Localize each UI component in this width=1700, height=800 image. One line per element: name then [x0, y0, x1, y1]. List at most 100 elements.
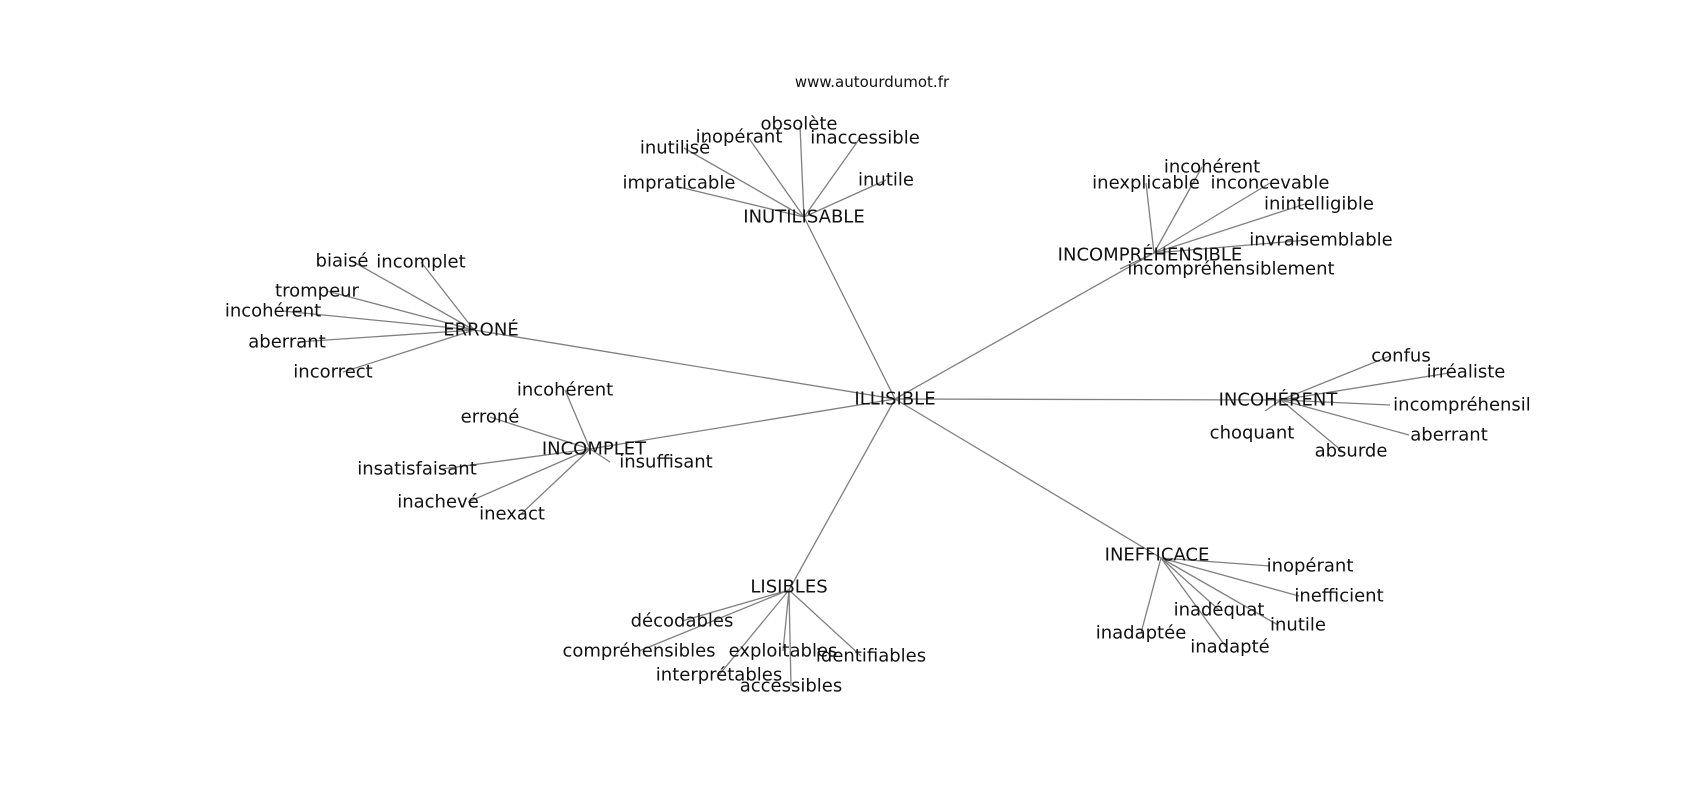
- leaf-edge-inefficace: [1160, 557, 1279, 626]
- leaf-edge-inutilisable: [678, 186, 805, 218]
- leaf-edge-inefficace: [1160, 557, 1271, 567]
- root-edge-incomprehensible: [894, 252, 1155, 400]
- leaf-word-lisibles[interactable]: exploitables: [729, 641, 838, 662]
- leaf-edge-inutilisable: [799, 125, 805, 218]
- group-node-lisibles[interactable]: LISIBLES: [750, 577, 827, 598]
- leaf-edge-inutilisable: [747, 136, 805, 218]
- leaf-word-errone[interactable]: biaisé: [316, 251, 369, 272]
- leaf-edge-incomprehensible: [1153, 166, 1203, 254]
- leaf-word-incomplet[interactable]: insuffisant: [619, 452, 712, 473]
- leaf-word-errone[interactable]: aberrant: [248, 332, 326, 353]
- leaf-word-incomplet[interactable]: inachevé: [397, 492, 479, 513]
- root-edge-inefficace: [894, 398, 1162, 559]
- leaf-word-lisibles[interactable]: décodables: [631, 611, 734, 632]
- group-node-errone[interactable]: ERRONÉ: [443, 319, 518, 341]
- group-node-inutilisable[interactable]: INUTILISABLE: [743, 207, 864, 228]
- root-edge-incoherent: [894, 398, 1282, 401]
- leaf-edge-inutilisable: [803, 137, 861, 218]
- leaf-word-inutilisable[interactable]: inopérant: [696, 127, 783, 148]
- root-edge-lisibles: [788, 398, 896, 591]
- root-edge-inutilisable: [803, 216, 896, 400]
- leaf-word-incomprehensible[interactable]: inconcevable: [1211, 173, 1330, 194]
- leaf-edge-incoherent: [1280, 399, 1410, 436]
- leaf-edge-incoherent: [1264, 399, 1282, 412]
- leaf-edge-inefficace: [1160, 557, 1300, 597]
- leaf-edge-errone: [282, 310, 475, 331]
- leaf-edge-lisibles: [718, 589, 790, 676]
- leaf-edge-incoherent: [1280, 399, 1343, 452]
- leaf-edge-errone: [296, 329, 475, 343]
- leaf-edge-errone: [326, 290, 475, 331]
- leaf-edge-lisibles: [638, 589, 790, 652]
- leaf-word-inutilisable[interactable]: inaccessible: [810, 128, 920, 149]
- leaf-edge-incomprehensible: [1145, 182, 1155, 254]
- leaf-edge-errone: [342, 329, 475, 373]
- leaf-word-incomprehensible[interactable]: incompréhensiblement: [1127, 259, 1334, 280]
- leaf-word-incoherent[interactable]: irréaliste: [1427, 362, 1506, 383]
- leaf-word-errone[interactable]: trompeur: [275, 281, 360, 302]
- root-edge-incomplet: [589, 398, 896, 450]
- leaf-edge-inefficace: [1140, 557, 1162, 634]
- leaf-word-incomplet[interactable]: erroné: [461, 407, 520, 428]
- leaf-word-inutilisable[interactable]: impraticable: [623, 173, 736, 194]
- leaf-word-inefficace[interactable]: inopérant: [1267, 556, 1354, 577]
- leaf-word-incoherent[interactable]: incompréhensil: [1393, 395, 1531, 416]
- group-node-inefficace[interactable]: INEFFICACE: [1105, 545, 1210, 566]
- leaf-word-incomprehensible[interactable]: invraisemblable: [1249, 230, 1392, 251]
- group-node-incoherent[interactable]: INCOHÉRENT: [1219, 389, 1339, 411]
- leaf-word-incomprehensible[interactable]: incohérent: [1164, 157, 1260, 178]
- leaf-word-incoherent[interactable]: choquant: [1210, 423, 1295, 444]
- leaf-edge-errone: [420, 261, 475, 331]
- leaf-word-inefficace[interactable]: inadaptée: [1096, 623, 1187, 644]
- leaf-word-incomplet[interactable]: incohérent: [517, 380, 613, 401]
- leaf-edge-inefficace: [1160, 557, 1220, 611]
- leaf-edge-inutilisable: [803, 179, 887, 218]
- leaf-edge-inutilisable: [683, 147, 805, 218]
- leaf-edge-lisibles: [681, 589, 790, 622]
- leaf-word-incoherent[interactable]: aberrant: [1410, 425, 1488, 446]
- leaf-word-errone[interactable]: incomplet: [376, 252, 465, 273]
- leaf-edge-incoherent: [1280, 399, 1391, 406]
- leaf-word-inefficace[interactable]: inutile: [1270, 615, 1326, 636]
- leaf-word-lisibles[interactable]: identifiables: [816, 646, 926, 667]
- leaf-edge-incomplet: [467, 448, 591, 503]
- leaf-word-incomplet[interactable]: inexact: [479, 504, 545, 525]
- leaf-edge-incomplet: [489, 416, 591, 450]
- leaf-word-inutilisable[interactable]: inutile: [858, 170, 914, 191]
- graph-edges: [282, 125, 1456, 687]
- leaf-edge-errone: [351, 260, 475, 331]
- leaf-edge-lisibles: [782, 589, 790, 652]
- leaf-word-inefficace[interactable]: inadéquat: [1174, 600, 1265, 621]
- leaf-edge-incomprehensible: [1153, 239, 1309, 254]
- leaf-edge-incomprehensible: [1153, 182, 1271, 254]
- leaf-edge-incoherent: [1280, 371, 1456, 401]
- root-node-label[interactable]: ILLISIBLE: [854, 389, 935, 410]
- leaf-word-lisibles[interactable]: compréhensibles: [562, 641, 715, 662]
- leaf-word-lisibles[interactable]: interprétables: [656, 665, 782, 686]
- leaf-word-incomprehensible[interactable]: inintelligible: [1264, 194, 1374, 215]
- leaf-edge-incomprehensible: [1119, 252, 1155, 270]
- leaf-edge-incoherent: [1280, 355, 1391, 401]
- leaf-word-errone[interactable]: incohérent: [225, 301, 321, 322]
- leaf-word-inefficace[interactable]: inadapté: [1190, 637, 1269, 658]
- group-node-incomprehensible[interactable]: INCOMPRÉHENSIBLE: [1058, 244, 1243, 266]
- leaf-edge-incomplet: [441, 448, 591, 470]
- leaf-word-incomplet[interactable]: insatisfaisant: [357, 459, 477, 480]
- leaf-edge-incomplet: [520, 448, 591, 515]
- leaf-word-inutilisable[interactable]: inutilisé: [640, 138, 710, 159]
- leaf-edge-incomprehensible: [1153, 203, 1306, 254]
- leaf-word-incoherent[interactable]: confus: [1371, 346, 1430, 367]
- root-edge-errone: [473, 329, 896, 400]
- leaf-word-inefficace[interactable]: inefficient: [1294, 586, 1383, 607]
- leaf-edge-lisibles: [788, 589, 792, 687]
- leaf-edge-incomplet: [564, 389, 591, 450]
- leaf-word-lisibles[interactable]: accessibles: [740, 676, 843, 697]
- leaf-edge-inefficace: [1160, 557, 1227, 648]
- leaf-word-incoherent[interactable]: absurde: [1315, 441, 1388, 462]
- leaf-word-incomprehensible[interactable]: inexplicable: [1092, 173, 1200, 194]
- leaf-word-inutilisable[interactable]: obsolète: [760, 114, 837, 135]
- leaf-word-errone[interactable]: incorrect: [293, 362, 372, 383]
- source-watermark[interactable]: www.autourdumot.fr: [795, 73, 950, 91]
- group-node-incomplet[interactable]: INCOMPLET: [542, 439, 647, 460]
